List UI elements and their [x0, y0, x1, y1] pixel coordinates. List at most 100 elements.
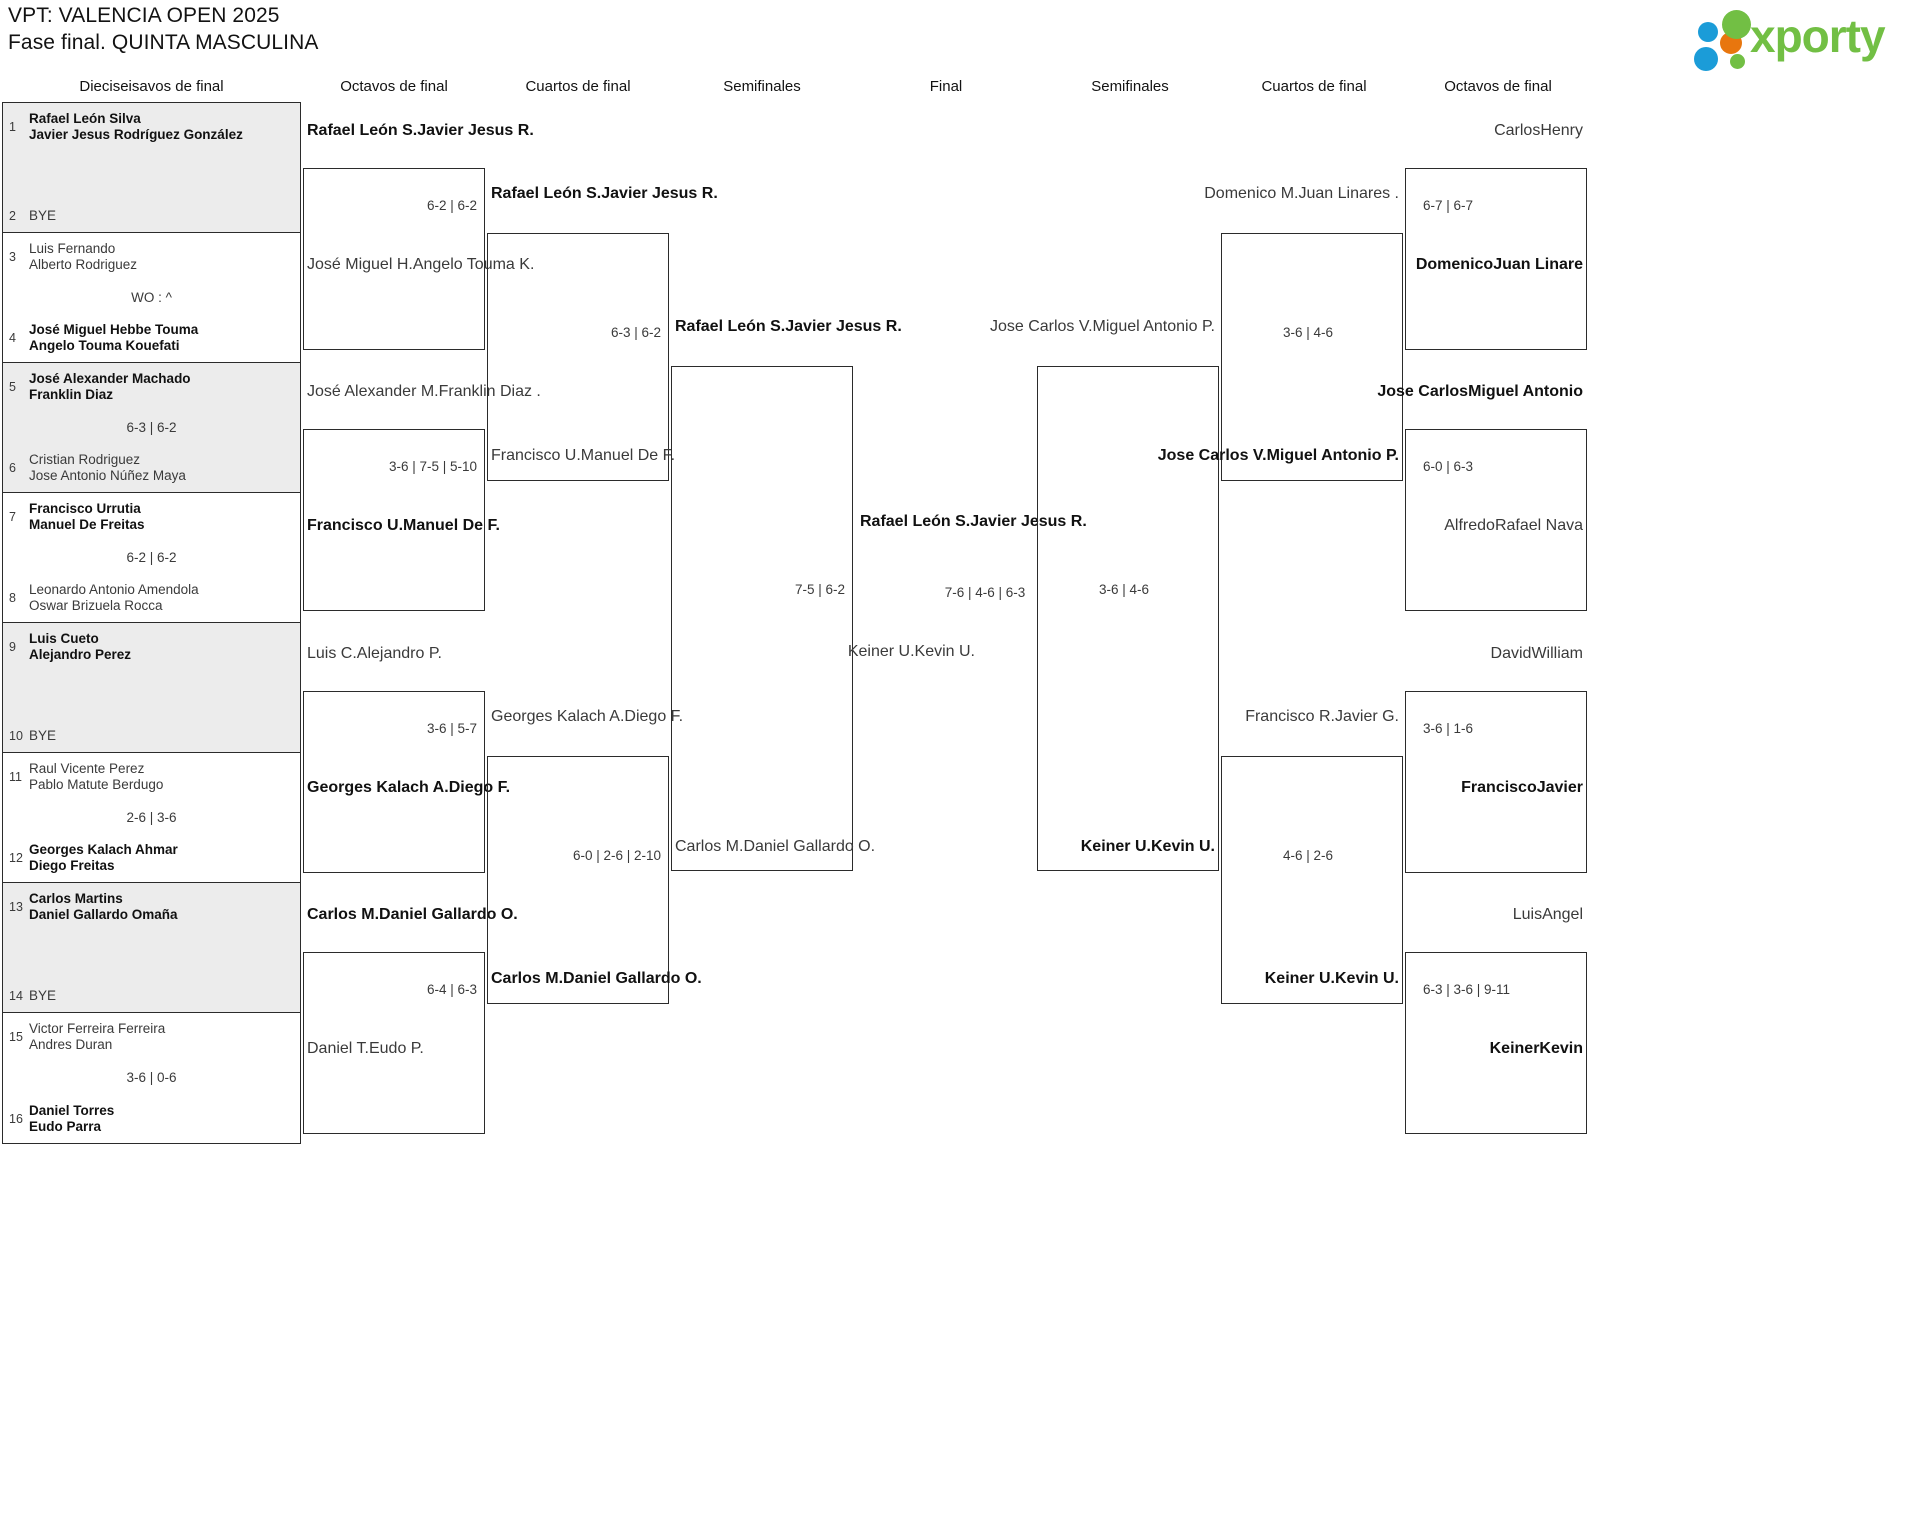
right-qf-score: 3-6 | 4-6 — [1283, 325, 1334, 340]
seed-number: 12 — [9, 851, 23, 865]
left-sf-bottom-player: Carlos M.Daniel Gallardo O. — [675, 838, 876, 855]
round-header-final: Final — [929, 78, 963, 95]
seed-number: 10 — [9, 729, 23, 743]
right-qf-bottom-player: Jose Carlos V.Miguel Antonio P. — [1157, 447, 1399, 464]
seed-number: 6 — [9, 461, 16, 475]
right-r8-score: 6-7 | 6-7 — [1423, 198, 1474, 213]
right-r8-connector[interactable] — [1405, 168, 1587, 350]
right-qf-bottom-player: Keiner U.Kevin U. — [1264, 970, 1399, 987]
round-header-right-sf: Semifinales — [1091, 78, 1169, 95]
round-header-left-qf: Cuartos de final — [525, 78, 631, 95]
seed-number: 8 — [9, 591, 16, 605]
logo-wordmark: xporty — [1750, 10, 1886, 62]
right-r8-bottom-player: KeinerKevin — [1489, 1040, 1583, 1057]
right-r8-connector[interactable] — [1405, 952, 1587, 1134]
right-r8-bottom-player: AlfredoRafael Nava — [1444, 517, 1583, 534]
left-r8-connector[interactable] — [303, 429, 485, 611]
round-header-right-r8: Octavos de final — [1444, 78, 1552, 95]
right-r8-top-player: LuisAngel — [1512, 906, 1583, 923]
round-header-left-r8: Octavos de final — [340, 78, 448, 95]
left-r8-bottom-player: José Miguel H.Angelo Touma K. — [307, 256, 535, 273]
logo-dot-green-small-icon — [1730, 54, 1745, 69]
left-r8-bottom-player: Georges Kalach A.Diego F. — [307, 779, 511, 796]
right-r8-connector[interactable] — [1405, 691, 1587, 873]
left-sf-connector[interactable] — [671, 366, 853, 871]
right-qf-top-player: Domenico M.Juan Linares . — [1204, 185, 1399, 202]
left-r8-top-player: José Alexander M.Franklin Diaz . — [307, 383, 541, 400]
left-qf-connector[interactable] — [487, 233, 669, 481]
left-qf-connector[interactable] — [487, 756, 669, 1004]
page-title: VPT: VALENCIA OPEN 2025 Fase final. QUIN… — [8, 2, 319, 56]
right-sf-top-player: Jose Carlos V.Miguel Antonio P. — [989, 318, 1215, 335]
round-header-left-r16: Dieciseisavos de final — [79, 78, 224, 95]
left-r8-top-player: Carlos M.Daniel Gallardo O. — [307, 906, 518, 923]
right-r8-bottom-player: FranciscoJavier — [1461, 779, 1583, 796]
seed-number: 1 — [9, 120, 16, 134]
left-r8-connector[interactable] — [303, 952, 485, 1134]
left-r8-connector[interactable] — [303, 691, 485, 873]
final-score: 7-6 | 4-6 | 6-3 — [944, 585, 1026, 600]
left-qf-score: 6-3 | 6-2 — [610, 325, 661, 340]
seed-number: 11 — [9, 770, 22, 784]
match-score: WO : ^ — [131, 290, 172, 305]
right-sf-connector[interactable] — [1037, 366, 1219, 871]
final-bottom-player: Keiner U.Kevin U. — [847, 643, 975, 660]
bye-label: BYE — [29, 988, 57, 1003]
left-r8-connector[interactable] — [303, 168, 485, 350]
right-r8-score: 6-3 | 3-6 | 9-11 — [1423, 982, 1511, 997]
match-score: 3-6 | 0-6 — [126, 1070, 177, 1085]
logo-dot-blue-large-icon — [1694, 47, 1718, 71]
right-qf-connector[interactable] — [1221, 233, 1403, 481]
right-r8-score: 6-0 | 6-3 — [1423, 459, 1474, 474]
final-top-player: Rafael León S.Javier Jesus R. — [860, 513, 1087, 530]
left-r8-top-player: Rafael León S.Javier Jesus R. — [307, 122, 534, 139]
right-r8-top-player: CarlosHenry — [1494, 122, 1583, 139]
right-qf-connector[interactable] — [1221, 756, 1403, 1004]
logo-dot-green-large-icon — [1722, 10, 1751, 39]
logo-dot-blue-small-icon — [1698, 22, 1718, 42]
match-score: 2-6 | 3-6 — [126, 810, 177, 825]
left-r8-top-player: Luis C.Alejandro P. — [307, 645, 442, 662]
right-r8-connector[interactable] — [1405, 429, 1587, 611]
seed-number: 2 — [9, 209, 16, 223]
left-sf-score: 7-5 | 6-2 — [794, 582, 845, 597]
right-r8-bottom-player: DomenicoJuan Linare — [1415, 256, 1583, 273]
seed-number: 5 — [9, 380, 16, 394]
